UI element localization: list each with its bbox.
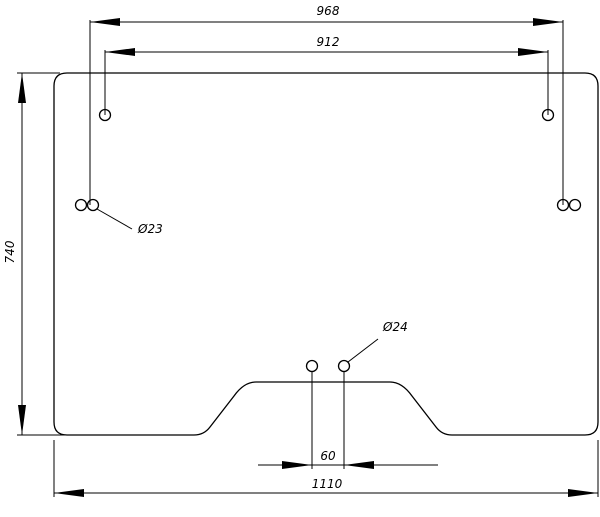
hole-side-left-inner [86,198,100,212]
dimension-60: 60 [258,372,438,469]
dimension-912-label: 912 [317,35,340,49]
hole-bottom-right [337,359,351,373]
dimension-740-label: 740 [3,240,17,263]
dimension-968: 968 [89,4,564,205]
dimension-1110-label: 1110 [312,477,343,491]
callout-bottom-hole-label: Ø24 [382,320,408,334]
panel-outline [53,72,599,436]
dimension-968-label: 968 [317,4,340,18]
dimension-60-label: 60 [320,449,336,463]
callout-bottom-hole: Ø24 [347,320,408,363]
dimension-1110: 1110 [53,440,599,497]
hole-bottom-left [305,359,319,373]
callout-side-hole: Ø23 [96,208,163,236]
dimension-912: 912 [104,35,549,115]
callout-side-hole-label: Ø23 [137,222,163,236]
hole-side-left-outer [74,198,88,212]
hole-side-right-outer [568,198,582,212]
dimension-740: 740 [3,72,94,436]
